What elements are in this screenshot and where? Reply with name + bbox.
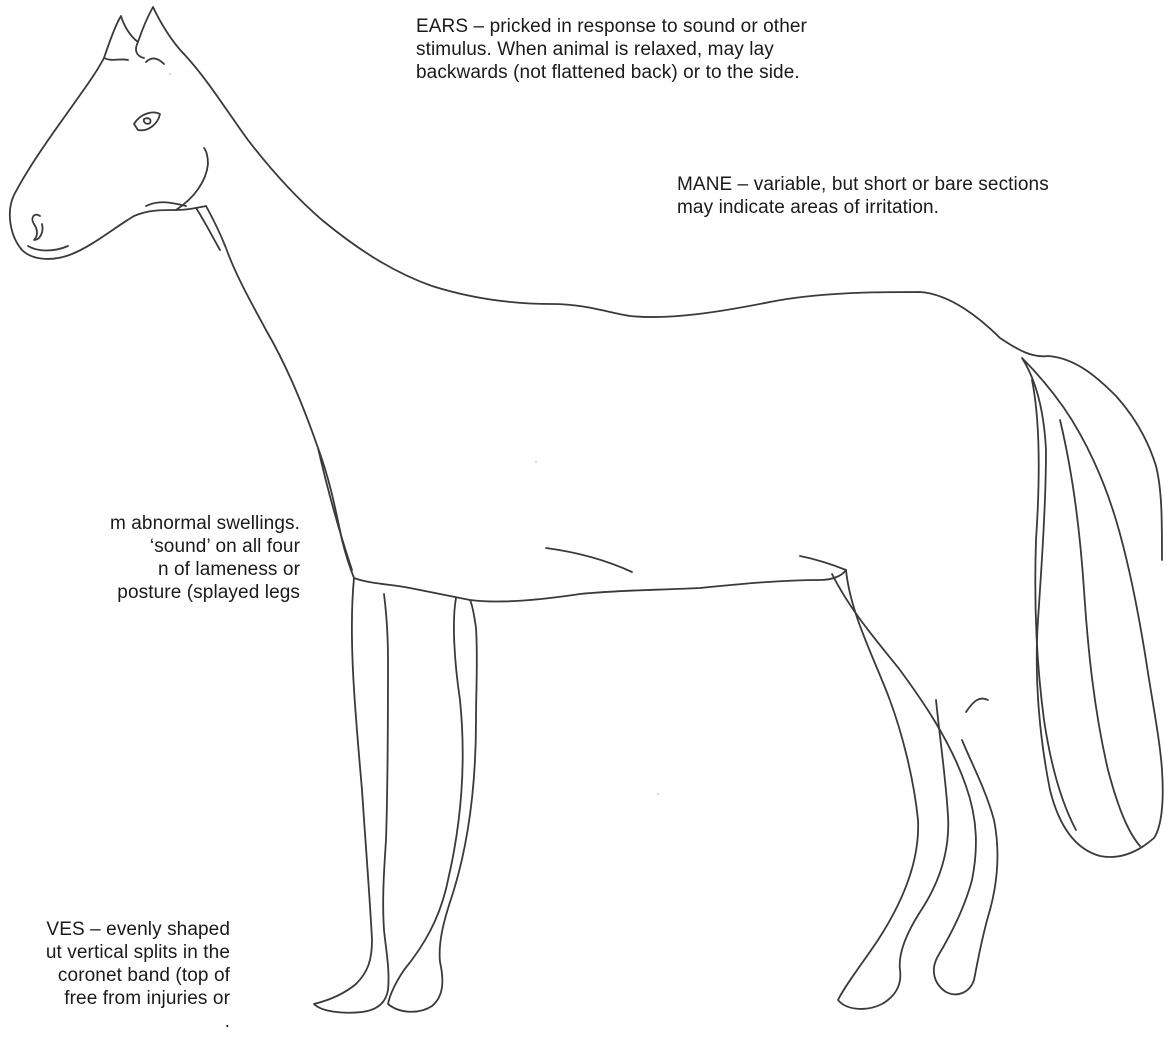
legs-annotation-line: posture (splayed legs xyxy=(0,581,300,604)
hooves-annotation-line: free from injuries or xyxy=(0,987,230,1010)
front-leg-near xyxy=(314,578,389,1013)
sheath-line xyxy=(546,548,632,572)
legs-annotation-line: ‘sound’ on all four xyxy=(0,535,300,558)
pencil-fleck xyxy=(535,461,537,463)
pencil-fleck xyxy=(657,793,659,795)
hooves-annotation-line: VES – evenly shaped xyxy=(0,918,230,941)
legs-annotation-line: m abnormal swellings. xyxy=(0,512,300,535)
belly-line xyxy=(354,570,846,602)
mane-annotation-line: may indicate areas of irritation. xyxy=(677,196,1049,219)
head-outline xyxy=(10,58,206,259)
front-leg-far xyxy=(388,598,477,1012)
tail-hair-strand-2 xyxy=(1060,420,1140,846)
nostril xyxy=(32,215,42,240)
eye-outline xyxy=(134,112,160,130)
ears-outline xyxy=(104,7,184,58)
hind-leg-far xyxy=(832,574,997,994)
hooves-annotation-line: . xyxy=(0,1010,230,1033)
ears-annotation: EARS – pricked in response to sound or o… xyxy=(416,15,807,84)
forelock-tuft xyxy=(104,42,164,64)
legs-annotation: m abnormal swellings. ‘sound’ on all fou… xyxy=(0,512,300,604)
stifle-line xyxy=(800,556,846,570)
hooves-annotation-line: coronet band (top of xyxy=(0,964,230,987)
hooves-annotation: VES – evenly shaped ut vertical splits i… xyxy=(0,918,230,1033)
hind-leg-near xyxy=(838,570,948,1009)
pencil-fleck xyxy=(169,73,171,75)
ears-annotation-line: stimulus. When animal is relaxed, may la… xyxy=(416,38,807,61)
legs-annotation-line: n of lameness or xyxy=(0,558,300,581)
topline xyxy=(184,54,1162,560)
hooves-annotation-line: ut vertical splits in the xyxy=(0,941,230,964)
mouth-line xyxy=(28,246,68,251)
hock-far xyxy=(966,699,988,713)
jaw-line xyxy=(146,148,208,210)
mane-annotation: MANE – variable, but short or bare secti… xyxy=(677,173,1049,219)
eye-pupil xyxy=(144,118,151,124)
ears-annotation-line: EARS – pricked in response to sound or o… xyxy=(416,15,807,38)
ears-annotation-line: backwards (not flattened back) or to the… xyxy=(416,61,807,84)
throatlatch xyxy=(196,208,220,250)
mane-annotation-line: MANE – variable, but short or bare secti… xyxy=(677,173,1049,196)
